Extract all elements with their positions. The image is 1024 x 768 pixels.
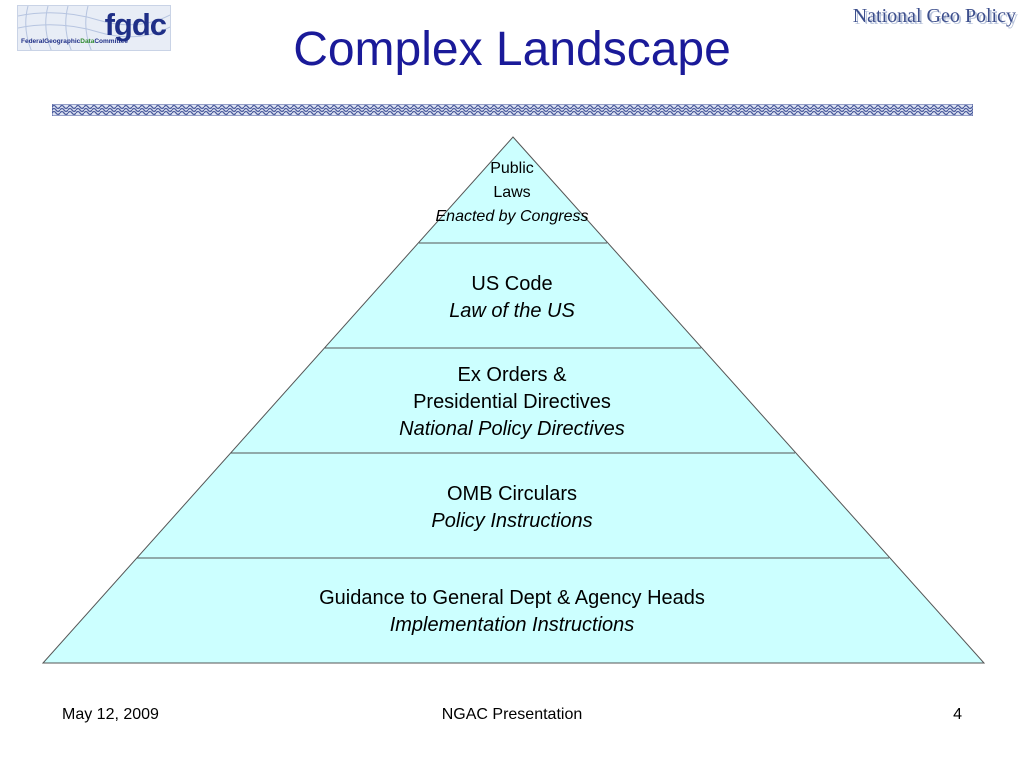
tier-omb-circulars: OMB Circulars Policy Instructions: [0, 481, 1024, 535]
tier-line: Ex Orders &: [457, 364, 567, 386]
tier-line: US Code: [471, 273, 553, 295]
pyramid-shape: [41, 136, 986, 664]
tier-subtitle: Policy Instructions: [431, 510, 593, 532]
tier-line: Laws: [493, 184, 531, 201]
slide-title: Complex Landscape: [293, 23, 731, 76]
tier-us-code: US Code Law of the US: [0, 271, 1024, 325]
logo-subtitle: FederalGeographicDataCommittee: [21, 38, 128, 45]
footer-date: May 12, 2009: [62, 706, 159, 723]
footer-page-number: 4: [953, 706, 962, 723]
tier-line: Presidential Directives: [413, 391, 611, 413]
tier-subtitle: Enacted by Congress: [435, 208, 589, 225]
tier-line: Guidance to General Dept & Agency Heads: [319, 587, 705, 609]
tier-subtitle: National Policy Directives: [399, 418, 625, 440]
tier-line: OMB Circulars: [446, 483, 577, 505]
tier-agency-guidance: Guidance to General Dept & Agency Heads …: [0, 585, 1024, 639]
footer-presentation-name: NGAC Presentation: [441, 706, 583, 723]
tier-subtitle: Law of the US: [449, 300, 575, 322]
tier-subtitle: Implementation Instructions: [389, 614, 635, 636]
logo-grid-graphic: [18, 6, 170, 50]
logo-acronym: fgdc: [104, 7, 167, 42]
tier-public-laws: Public Laws Enacted by Congress: [0, 157, 1024, 229]
tier-line: Public: [490, 160, 534, 177]
watermark-text: National Geo Policy National Geo Policy: [852, 5, 1018, 29]
decorative-rule: [52, 104, 973, 116]
fgdc-logo: fgdc FederalGeographicDataCommittee: [17, 5, 171, 51]
tier-executive-orders: Ex Orders & Presidential Directives Nati…: [0, 362, 1024, 443]
